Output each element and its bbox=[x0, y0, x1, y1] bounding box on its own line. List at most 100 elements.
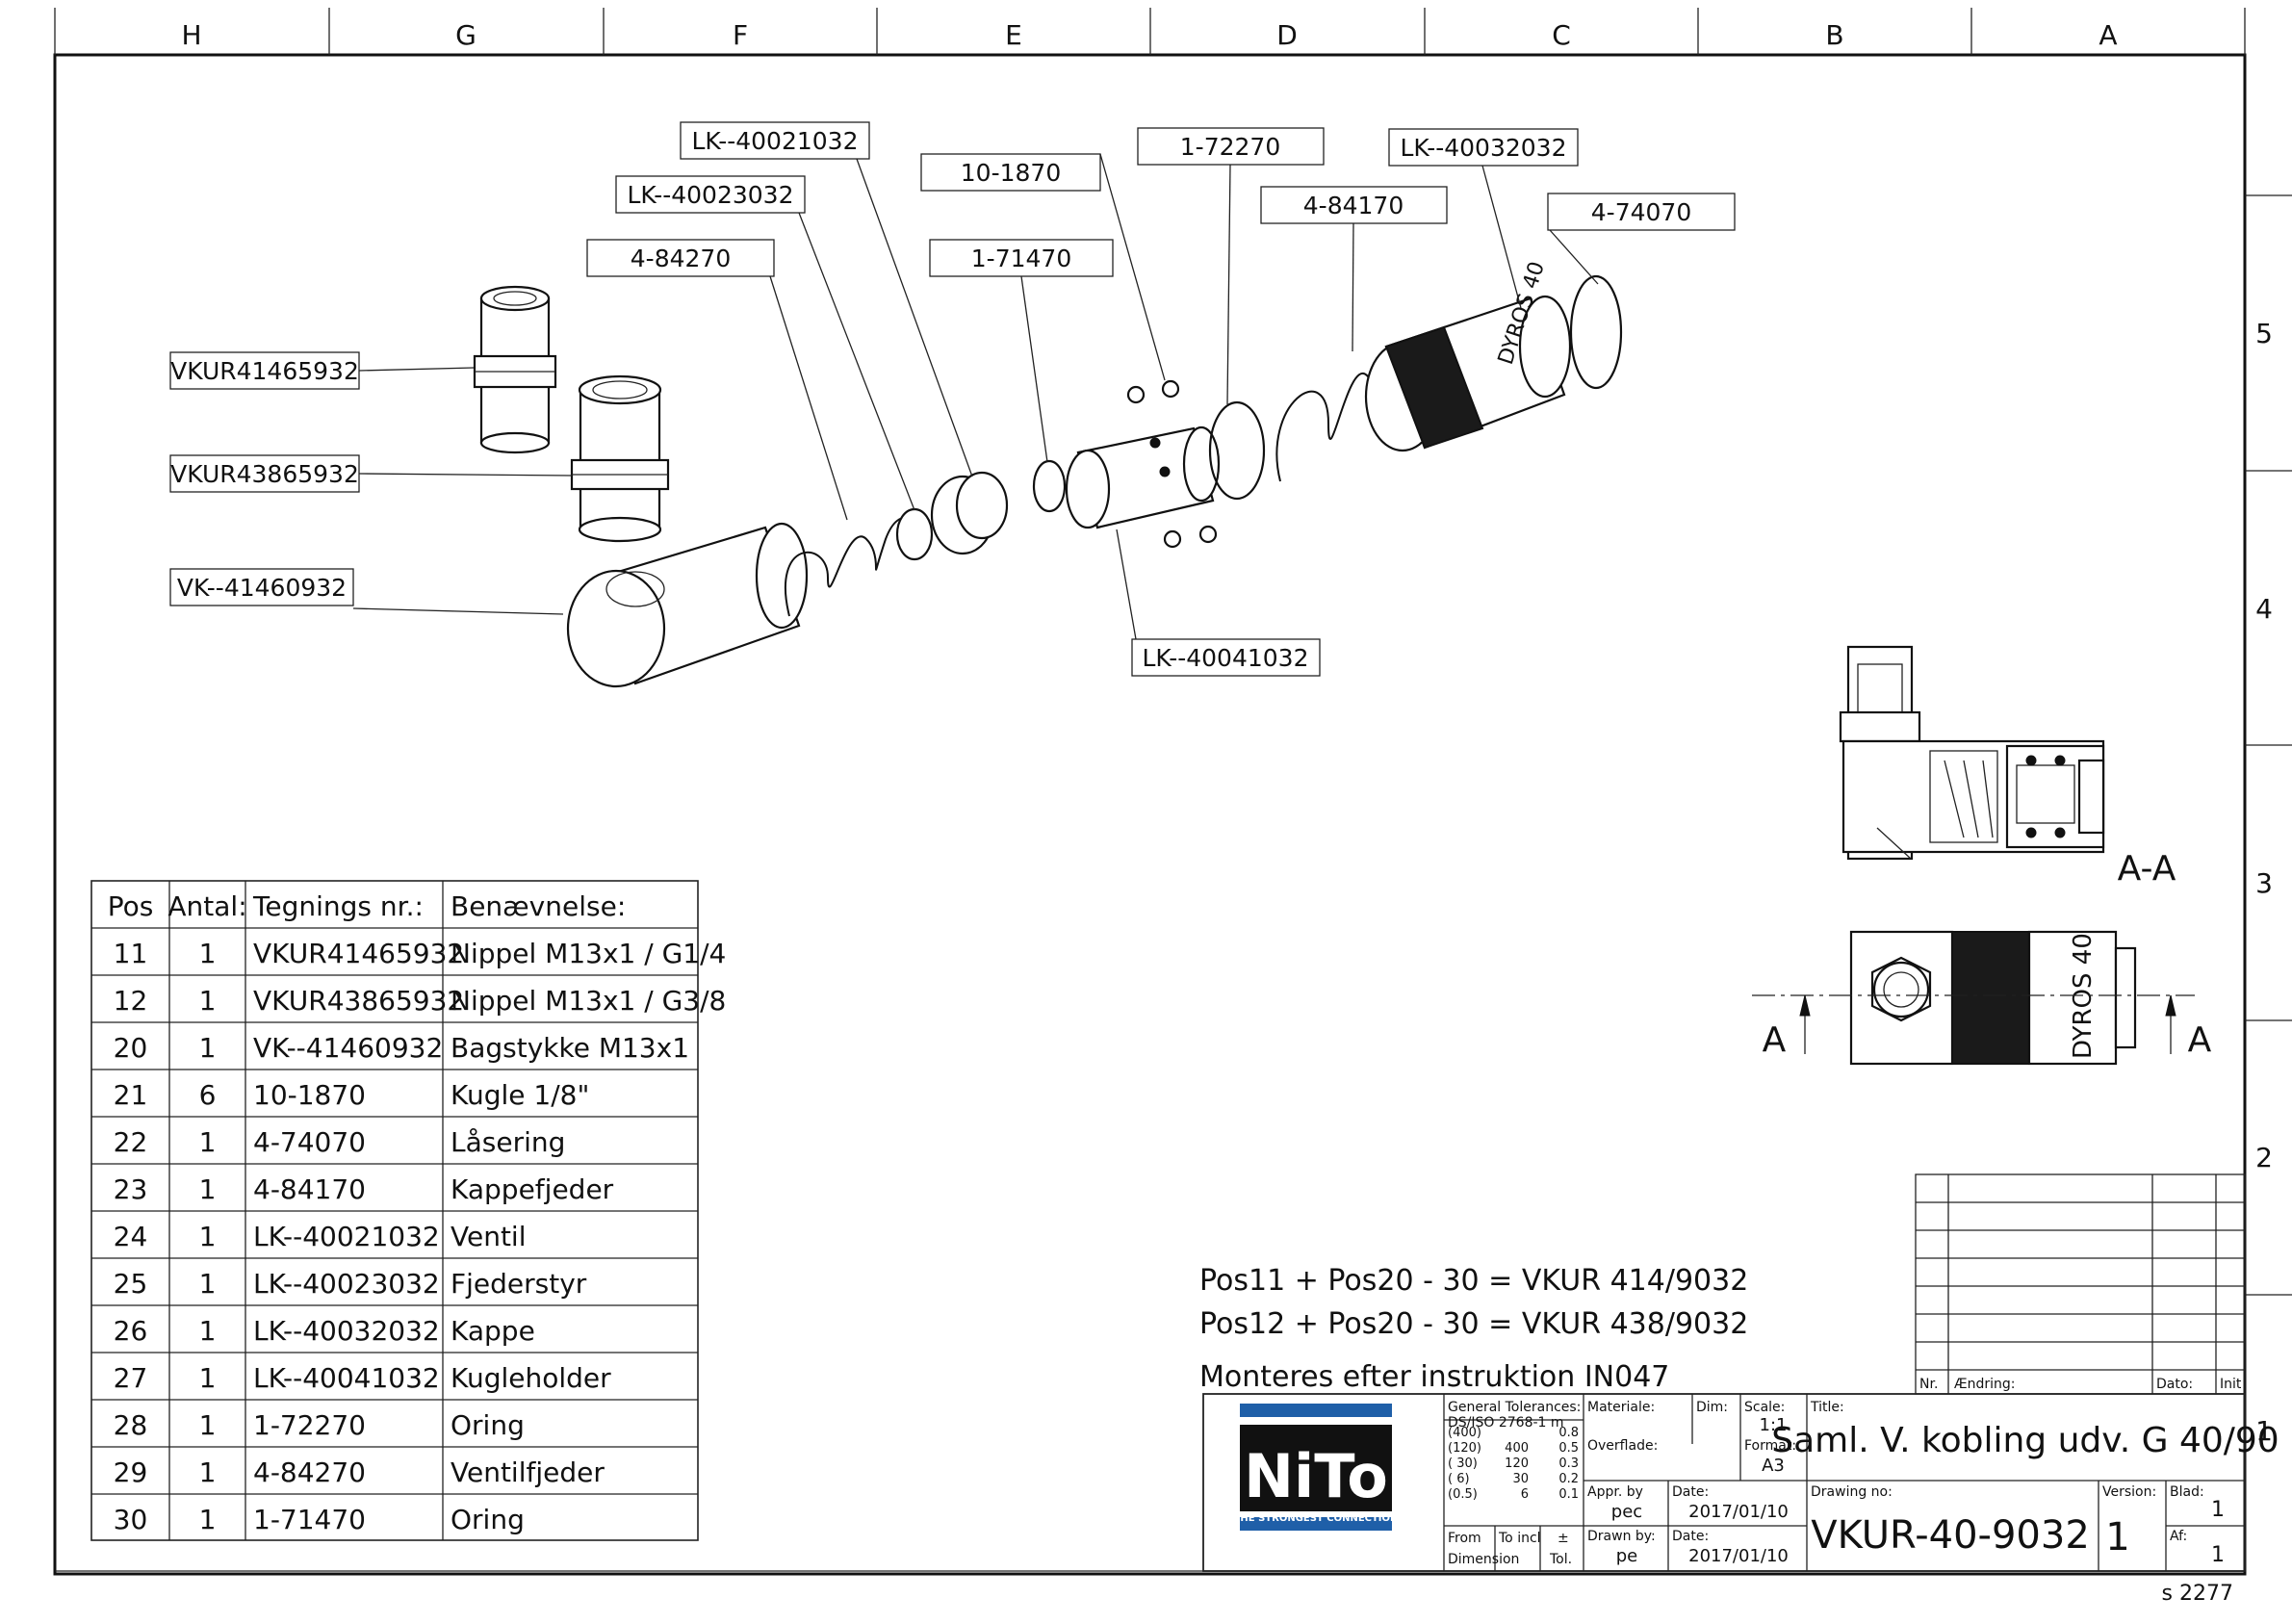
svg-text:4-84170: 4-84170 bbox=[1303, 192, 1404, 219]
drawn-date-label: Date: bbox=[1672, 1529, 1709, 1544]
tolerance-cell: (0.5) bbox=[1448, 1487, 1478, 1502]
side-zone-ruler: 5 4 3 2 1 bbox=[2245, 194, 2292, 1447]
tolerance-cell: ( 6) bbox=[1448, 1472, 1470, 1486]
zone-letter-h: H bbox=[181, 19, 201, 51]
table-cell: VKUR41465932 bbox=[253, 938, 464, 969]
svg-text:LK--40021032: LK--40021032 bbox=[692, 127, 859, 155]
of-label: Af: bbox=[2170, 1529, 2187, 1544]
table-cell: 20 bbox=[114, 1032, 148, 1064]
table-cell: Oring bbox=[451, 1504, 525, 1535]
table-cell: 29 bbox=[114, 1456, 148, 1488]
table-cell: 24 bbox=[114, 1221, 148, 1252]
callout-lk40021032: LK--40021032 bbox=[680, 121, 973, 477]
drawn-date: 2017/01/10 bbox=[1688, 1546, 1789, 1566]
table-cell: 27 bbox=[114, 1362, 148, 1394]
gen-tol-std: DS/ISO 2768-1 m bbox=[1448, 1415, 1564, 1431]
table-cell: 10-1870 bbox=[253, 1079, 366, 1111]
table-cell: Ventil bbox=[451, 1221, 527, 1252]
table-cell: 21 bbox=[114, 1079, 148, 1111]
dim-label: Dim: bbox=[1696, 1400, 1728, 1415]
zone-number-5: 5 bbox=[2255, 318, 2273, 349]
of-value: 1 bbox=[2211, 1543, 2225, 1567]
table-cell: LK--40041032 bbox=[253, 1362, 440, 1394]
body-part bbox=[566, 522, 809, 688]
gen-tol-label: General Tolerances: bbox=[1448, 1400, 1581, 1415]
note-line-3: Monteres efter instruktion IN047 bbox=[1199, 1360, 1669, 1394]
tolerance-cell: (400) bbox=[1448, 1426, 1481, 1440]
appr-label: Appr. by bbox=[1587, 1484, 1643, 1500]
drawing-title: Saml. V. kobling udv. G 40/90 bbox=[1771, 1421, 2279, 1460]
zone-number-4: 4 bbox=[2255, 593, 2273, 625]
nipple-g14-part bbox=[473, 285, 557, 454]
table-cell: Oring bbox=[451, 1409, 525, 1441]
appr-value: pec bbox=[1611, 1502, 1642, 1522]
front-view: DYROS 40 A A bbox=[1752, 930, 2212, 1066]
nito-logo: NiTo THE STRONGEST CONNECTION bbox=[1234, 1404, 1398, 1531]
table-cell: 1 bbox=[199, 1221, 217, 1252]
sheet-number: s 2277 bbox=[2162, 1582, 2233, 1606]
rev-init-header: Init bbox=[2220, 1377, 2242, 1392]
balls-part bbox=[1126, 379, 1218, 549]
oring-large-part bbox=[1208, 400, 1266, 501]
callout-vk41460932: VK--41460932 bbox=[169, 568, 564, 615]
callout-101870: 10-1870 bbox=[920, 153, 1166, 381]
svg-text:10-1870: 10-1870 bbox=[961, 159, 1061, 187]
rev-date-header: Dato: bbox=[2156, 1377, 2193, 1392]
top-zone-ruler: H G F E D C B A bbox=[54, 8, 2246, 55]
zone-letter-c: C bbox=[1552, 19, 1571, 51]
zone-letter-e: E bbox=[1005, 19, 1022, 51]
sleeve-part: DYROS 40 bbox=[1364, 259, 1572, 452]
ball-holder-part bbox=[1065, 425, 1221, 529]
svg-text:4-84270: 4-84270 bbox=[631, 245, 731, 272]
zone-letter-b: B bbox=[1825, 19, 1843, 51]
tolerance-cell: 400 bbox=[1505, 1441, 1529, 1456]
zone-letter-a: A bbox=[2099, 19, 2117, 51]
table-cell: 4-74070 bbox=[253, 1126, 366, 1158]
svg-text:LK--40023032: LK--40023032 bbox=[628, 181, 794, 209]
table-cell: 1 bbox=[199, 985, 217, 1017]
table-cell: 4-84270 bbox=[253, 1456, 366, 1488]
callout-172270: 1-72270 bbox=[1137, 127, 1325, 405]
sheet-label: Blad: bbox=[2170, 1484, 2204, 1500]
table-cell: 1 bbox=[199, 1126, 217, 1158]
surface-label: Overflade: bbox=[1587, 1438, 1658, 1454]
appr-date: 2017/01/10 bbox=[1688, 1502, 1789, 1522]
lock-ring-part bbox=[1569, 274, 1623, 390]
svg-text:VKUR41465932: VKUR41465932 bbox=[170, 357, 359, 385]
table-cell: 1 bbox=[199, 1409, 217, 1441]
exploded-view: DYROS 40 bbox=[473, 259, 1623, 688]
note-line-2: Pos12 + Pos20 - 30 = VKUR 438/9032 bbox=[1199, 1307, 1748, 1341]
table-header-cell: Antal: bbox=[167, 890, 246, 922]
rev-change-header: Ændring: bbox=[1954, 1377, 2016, 1392]
svg-text:4-74070: 4-74070 bbox=[1591, 198, 1691, 226]
table-cell: 1-71470 bbox=[253, 1504, 366, 1535]
title-label: Title: bbox=[1810, 1400, 1844, 1415]
table-cell: Kappefjeder bbox=[451, 1173, 614, 1205]
table-cell: 1 bbox=[199, 938, 217, 969]
svg-text:1-72270: 1-72270 bbox=[1180, 133, 1280, 161]
tolerance-cell: 6 bbox=[1521, 1487, 1529, 1502]
table-cell: 1 bbox=[199, 1315, 217, 1347]
table-cell: 28 bbox=[114, 1409, 148, 1441]
tolerance-cell: 0.2 bbox=[1558, 1472, 1579, 1486]
table-cell: 30 bbox=[114, 1504, 148, 1535]
drawing-number: VKUR-40-9032 bbox=[1811, 1513, 2090, 1558]
table-cell: 23 bbox=[114, 1173, 148, 1205]
table-cell: 12 bbox=[114, 985, 148, 1017]
table-cell: Nippel M13x1 / G3/8 bbox=[451, 985, 726, 1017]
zone-number-3: 3 bbox=[2255, 867, 2273, 899]
oring-small-part bbox=[1032, 459, 1067, 513]
zone-letter-g: G bbox=[455, 19, 476, 51]
from-label: From bbox=[1448, 1531, 1481, 1546]
tolerance-cell: 0.3 bbox=[1558, 1456, 1579, 1471]
appr-date-label: Date: bbox=[1672, 1484, 1709, 1500]
dimension-label: Dimension bbox=[1448, 1552, 1519, 1567]
revision-table: Nr. Ændring: Dato: Init bbox=[1915, 1173, 2246, 1395]
svg-text:VK--41460932: VK--41460932 bbox=[177, 574, 347, 602]
table-cell: Bagstykke M13x1 bbox=[451, 1032, 689, 1064]
table-cell: Kappe bbox=[451, 1315, 535, 1347]
table-cell: 1-72270 bbox=[253, 1409, 366, 1441]
table-cell: 22 bbox=[114, 1126, 148, 1158]
